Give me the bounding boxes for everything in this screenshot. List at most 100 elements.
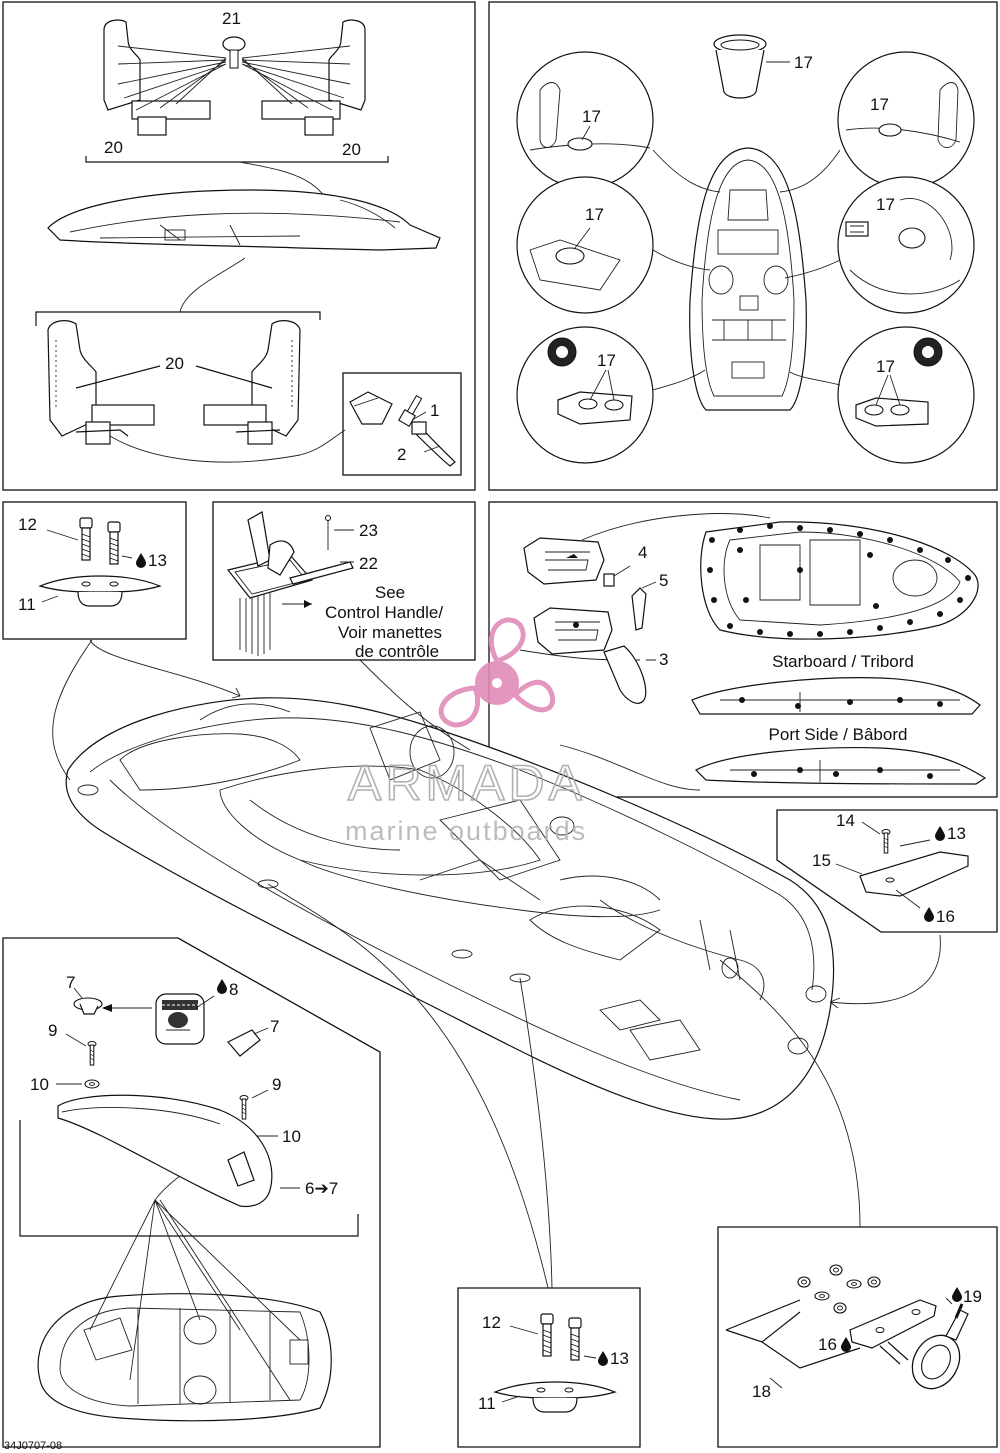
svg-text:17: 17 [582,107,601,126]
panel-cleat-stern [457,1287,641,1448]
detail-circle-6: 17 [837,326,975,464]
callout-20-bottom: 20 [165,354,184,373]
vent-louver-8 [155,993,205,1045]
boat-side-view-top [47,189,441,251]
callout-20-right: 20 [342,140,361,159]
panel-stern-plate [776,809,998,933]
backrest-assembly-bottom: 20 [35,257,346,463]
callout-10-right: 10 [282,1127,301,1146]
backrest-assembly-top: 21 20 20 [85,9,389,226]
controle-label: de contrôle [355,642,439,661]
panel-seat-backrest [2,1,476,491]
voir-label: Voir manettes [338,623,442,642]
reference-code: 34J0707-08 [4,1440,62,1452]
backrest-left-lower-base [91,404,155,426]
callout-16-bottom: 16 [818,1335,837,1354]
boat-hull-side [47,189,441,251]
vent-cover-assembly: 8 7 7 9 10 9 10 6➔7 [19,973,359,1422]
detail-circle-1: 17 [516,51,654,189]
callout-7-right: 7 [270,1017,279,1036]
boat-top-view-small [689,147,807,411]
port-label: Port Side / Bâbord [769,725,908,744]
callout-7-left: 7 [66,973,75,992]
callout-1: 1 [430,401,439,420]
bracket-bottom [35,311,321,326]
cotter-pin-23 [325,515,331,550]
callout-9-right: 9 [272,1075,281,1094]
callout-12-top: 12 [18,515,37,534]
callout-6-7: 6➔7 [305,1179,338,1198]
cup-holder-17 [713,34,767,99]
cup-holder-assembly: 17 17 17 [516,34,975,464]
ski-tow-assembly: 19 16 18 [725,1264,982,1401]
svg-text:17: 17 [870,95,889,114]
callout-19: 19 [963,1287,982,1306]
stern-plate-assembly: 14 13 15 16 [812,811,969,926]
svg-text:17: 17 [597,351,616,370]
callout-20-left: 20 [104,138,123,157]
svg-text:17: 17 [876,357,895,376]
backrest-right-lower-tab [247,421,273,445]
port-side-view [695,747,987,785]
bracket-top [85,156,389,163]
callout-13-bottom: 13 [610,1349,629,1368]
control-handle-label: Control Handle/ [325,603,443,622]
vent-cap-7-right [227,1029,261,1057]
callout-10-left: 10 [30,1075,49,1094]
fastener-leader-lines [117,45,351,111]
callout-15: 15 [812,851,831,870]
cable-tie [413,425,456,467]
cable-tie-3 [603,645,647,704]
detail-circle-5: 17 [516,326,654,464]
callout-4: 4 [638,543,647,562]
detail-circle-4: 17 [837,176,975,314]
callout-11-top: 11 [18,595,36,614]
callout-23: 23 [359,521,378,540]
ski-tow-eye [911,1303,969,1390]
callout-16-right: 16 [936,907,955,926]
grommet-assembly: 4 5 3 Starboard / Tribord [519,513,987,785]
callout-17: 17 [794,53,813,72]
panel-cup-holders [488,1,998,491]
svg-text:17: 17 [876,195,895,214]
deck-top-view [700,521,979,640]
callout-5: 5 [659,571,668,590]
callout-13-mid: 13 [947,824,966,843]
detail-circle-3: 17 [516,176,654,314]
backrest-right-tab [304,116,334,136]
backrest-right-top [328,19,366,111]
backrest-left-tab [137,116,167,136]
starboard-label: Starboard / Tribord [772,652,914,671]
callout-13-top: 13 [148,551,167,570]
callout-12-bottom: 12 [482,1313,501,1332]
panel-ski-tow [717,1226,998,1448]
panel-vent-cover [2,937,381,1448]
panel-grommets [488,501,998,798]
cable-tie-5 [631,587,647,631]
fastener-21 [222,36,246,69]
panel-control-handle [212,501,476,661]
backrest-left-lower [47,320,97,437]
panel-fastener-detail [342,372,462,476]
vent-cover-6 [57,1094,273,1208]
watermark-tagline: marine outboards [345,816,587,846]
callout-8: 8 [229,980,238,999]
connector-lines [52,639,941,1289]
ski-tow-plate [849,1299,937,1349]
backrest-left-base [131,100,211,120]
cleat-stern-assembly: 12 13 11 [478,1313,629,1413]
bracket-upper [523,537,605,585]
bracket-lower [533,607,613,655]
callout-21: 21 [222,9,241,28]
see-label: See [375,583,405,602]
callout-9-left: 9 [48,1021,57,1040]
backrest-right-base [261,100,341,120]
watermark-brand: ARMADA [348,755,586,811]
backrest-right-lower-base [203,404,267,426]
fastener-detail: 1 2 [349,391,456,467]
detail-circle-2: 17 [837,51,975,189]
callout-22: 22 [359,554,378,573]
backrest-left-top [103,19,141,111]
main-boat [65,697,835,1120]
